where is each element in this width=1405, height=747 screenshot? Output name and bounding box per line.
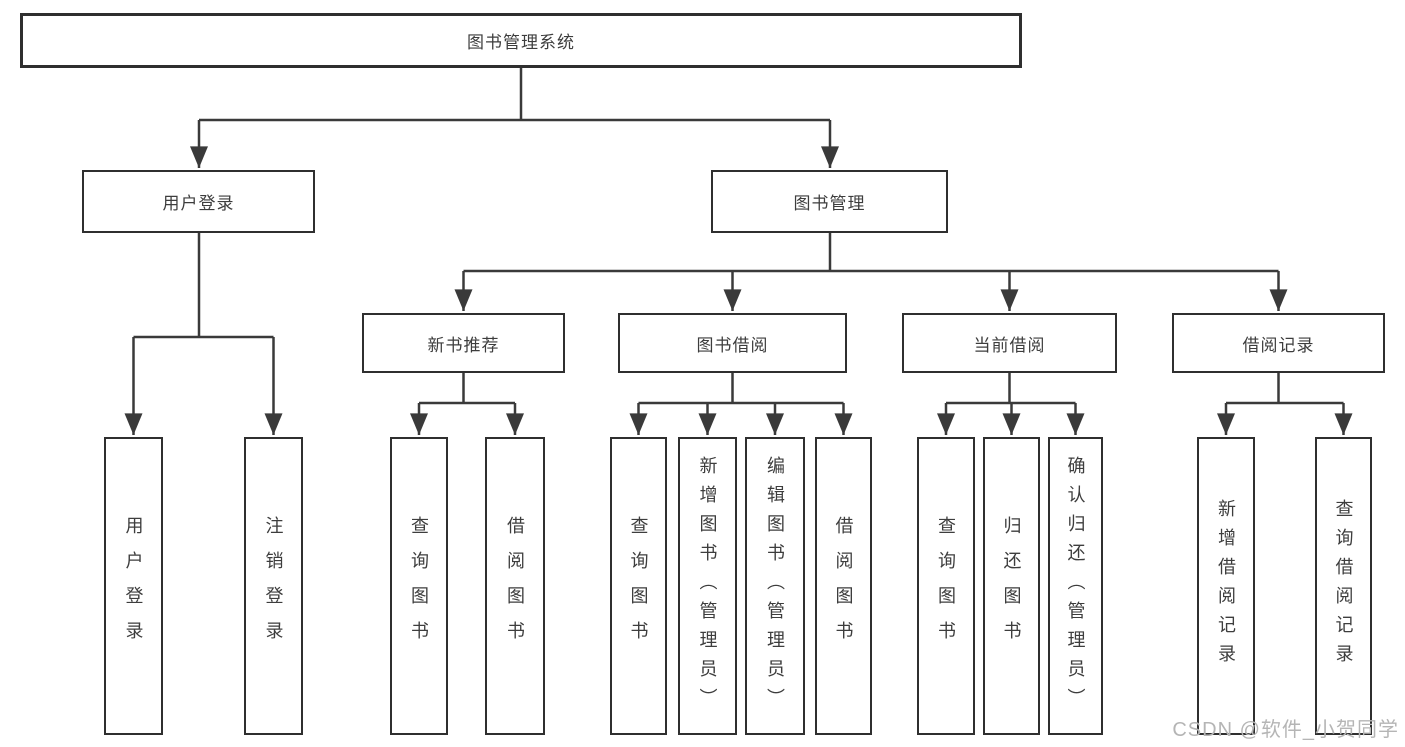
node-label: 查询图书 [628, 516, 649, 656]
node-label: 新增图书（管理员） [697, 455, 718, 717]
leaf-query-borrow-record: 查询借阅记录 [1315, 437, 1372, 735]
leaf-logout: 注销登录 [244, 437, 303, 735]
leaf-confirm-return-admin: 确认归还（管理员） [1048, 437, 1103, 735]
node-label: 注销登录 [263, 516, 284, 656]
leaf-borrow-books-recommend: 借阅图书 [485, 437, 545, 735]
node-label: 新书推荐 [427, 335, 500, 355]
node-label: 新增借阅记录 [1216, 499, 1236, 673]
leaf-return-books: 归还图书 [983, 437, 1040, 735]
node-label: 确认归还（管理员） [1065, 455, 1086, 717]
leaf-query-books-current: 查询图书 [917, 437, 975, 735]
connector-root-trunk [199, 68, 830, 122]
node-label: 当前借阅 [973, 335, 1046, 355]
connector-book-borrow-trunk [638, 373, 844, 405]
node-label: 借阅图书 [833, 516, 854, 656]
connector-current-borrow-trunk [946, 373, 1076, 405]
leaf-add-books-admin: 新增图书（管理员） [678, 437, 737, 735]
node-user-login-branch: 用户登录 [82, 170, 315, 233]
connector-new-book-trunk [419, 373, 515, 405]
node-root-library-system: 图书管理系统 [20, 13, 1022, 68]
node-label: 用户登录 [162, 194, 235, 213]
node-label: 用户登录 [123, 516, 144, 656]
node-label: 归还图书 [1001, 516, 1022, 656]
leaf-query-books-recommend: 查询图书 [390, 437, 448, 735]
leaf-borrow-books: 借阅图书 [815, 437, 872, 735]
node-borrow-records: 借阅记录 [1172, 313, 1385, 373]
node-label: 查询图书 [936, 516, 956, 656]
node-label: 图书借阅 [696, 335, 769, 355]
node-book-management-branch: 图书管理 [711, 170, 948, 233]
node-current-borrow: 当前借阅 [902, 313, 1117, 373]
node-label: 图书管理系统 [467, 33, 575, 52]
node-book-borrow: 图书借阅 [618, 313, 847, 373]
leaf-edit-books-admin: 编辑图书（管理员） [745, 437, 805, 735]
node-label: 查询借阅记录 [1333, 499, 1354, 673]
leaf-add-borrow-record: 新增借阅记录 [1197, 437, 1255, 735]
node-label: 图书管理 [793, 194, 866, 213]
connector-borrow-records-trunk [1226, 373, 1344, 405]
node-label: 借阅图书 [505, 516, 525, 656]
leaf-query-books-borrow: 查询图书 [610, 437, 667, 735]
leaf-user-login: 用户登录 [104, 437, 163, 735]
connector-book-management-trunk [463, 233, 1279, 273]
connector-user-login-trunk [133, 233, 274, 339]
csdn-watermark: CSDN @软件_小贺同学 [1172, 719, 1399, 741]
node-label: 查询图书 [409, 516, 429, 656]
node-label: 借阅记录 [1242, 335, 1315, 355]
node-label: 编辑图书（管理员） [765, 455, 785, 717]
node-new-book-recommend: 新书推荐 [362, 313, 565, 373]
